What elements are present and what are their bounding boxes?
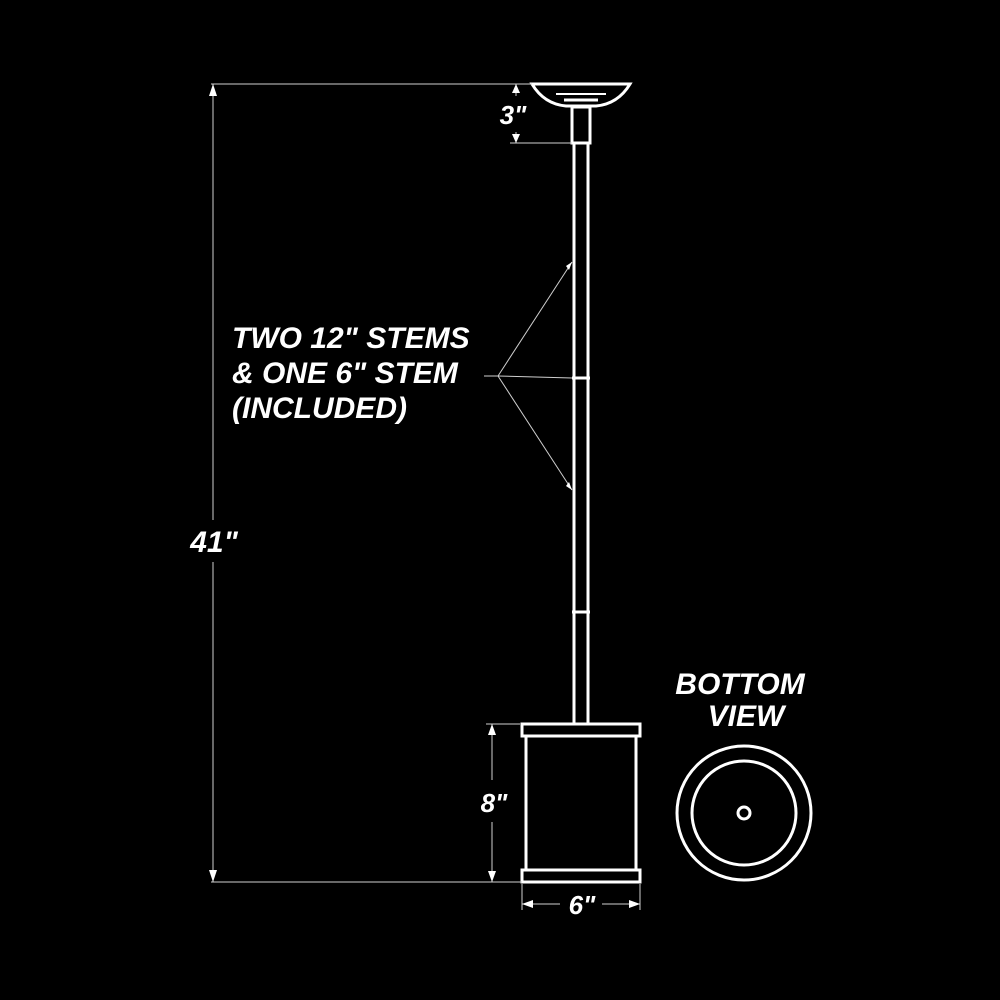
bottom-view [675,744,813,882]
stem-callout-line-3: (INCLUDED) [232,392,407,425]
shade-height-label: 8" [481,788,508,818]
stem [572,143,590,724]
stem-callout-leader [484,261,573,491]
canopy [529,82,633,108]
overall-height-dimension [209,83,532,883]
stem-callout-line-2: & ONE 6" STEM [232,357,459,390]
bottom-view-title-line-1: BOTTOM [675,668,805,701]
canopy-height-dimension [510,84,572,144]
overall-height-label: 41" [189,526,238,559]
stem-coupler [570,105,592,145]
drum-shade [520,722,642,884]
shade-width-dimension [521,884,641,910]
bottom-view-title-line-2: VIEW [708,700,787,733]
shade-width-label: 6" [569,890,596,920]
stem-callout-line-1: TWO 12" STEMS [232,322,470,355]
canopy-height-label: 3" [500,100,527,130]
shade-height-dimension [486,723,520,883]
